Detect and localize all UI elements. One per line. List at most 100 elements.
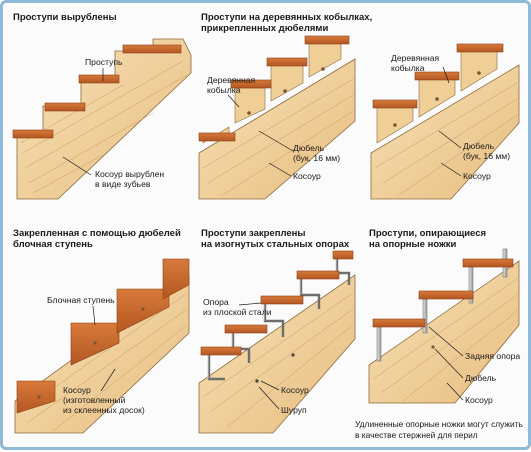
tread-board xyxy=(78,74,120,84)
leader-line xyxy=(227,94,240,108)
panel-notched-stringer: Проступи вырублены Проступь Косоур выруб… xyxy=(12,12,192,200)
label-screw: Шуруп xyxy=(281,405,307,415)
screw-marks xyxy=(255,353,295,383)
tread-group xyxy=(12,44,182,139)
block-step xyxy=(16,380,56,414)
tread-board xyxy=(462,258,514,268)
tread-board xyxy=(332,250,354,260)
dowel xyxy=(247,111,251,115)
dowel xyxy=(283,89,287,93)
tread-group xyxy=(372,43,504,109)
wood-grain xyxy=(202,78,354,196)
leader-line xyxy=(442,66,450,84)
label-dowel: Дюбель (бук, 16 мм) xyxy=(293,143,340,163)
tread-board xyxy=(198,132,236,142)
leader-line xyxy=(258,386,280,410)
dowel xyxy=(477,71,481,75)
dowel xyxy=(435,97,439,101)
wood-grain xyxy=(202,292,354,428)
panel-support-legs: Проступи, опирающиеся на опорные ножки З… xyxy=(355,228,525,440)
support-leg xyxy=(422,298,428,334)
wood-grain xyxy=(374,82,518,196)
tread-board xyxy=(224,324,268,334)
leader-line xyxy=(238,302,262,306)
tread-board xyxy=(418,290,474,300)
leader-line xyxy=(92,305,96,326)
dowel-marks xyxy=(393,71,481,127)
tread-board xyxy=(12,129,54,139)
tread-group xyxy=(200,250,354,356)
dowel-marks xyxy=(431,345,435,349)
tread-board xyxy=(372,99,418,109)
tread-board xyxy=(414,71,460,81)
steel-support xyxy=(299,279,321,309)
panel-title: Проступи вырублены xyxy=(13,12,117,23)
label-dowel: Дюбель xyxy=(465,373,497,383)
panel-title: Проступи на деревянных кобылках, прикреп… xyxy=(201,12,375,34)
dowel xyxy=(321,67,325,71)
label-steel-support: Опора из плоской стали xyxy=(203,297,272,317)
dowel-marks xyxy=(37,307,145,399)
support-leg xyxy=(376,326,382,362)
tread-board xyxy=(266,57,308,67)
dowel xyxy=(431,345,435,349)
dowel-marks xyxy=(247,67,325,115)
block-steps xyxy=(16,258,190,414)
leader-line xyxy=(440,162,462,177)
leader-line xyxy=(100,368,116,392)
label-dowel: Дюбель (бук, 16 мм) xyxy=(463,141,510,161)
block-step xyxy=(162,258,190,300)
stair-construction-diagram: Проступи вырублены Проступь Косоур выруб… xyxy=(12,12,525,440)
label-stringer: Косоур xyxy=(293,171,321,181)
leader-line xyxy=(62,156,92,176)
stringer-board xyxy=(198,58,356,200)
steel-support xyxy=(207,355,225,381)
tread-board xyxy=(372,318,426,328)
block-step xyxy=(116,288,170,334)
leader-line xyxy=(258,130,294,152)
tread-board xyxy=(44,102,86,112)
panel-wooden-kobylka: Проступи на деревянных кобылках, прикреп… xyxy=(198,12,375,200)
panel-title: Проступи, опирающиеся на опорные ножки xyxy=(369,228,489,250)
steel-support xyxy=(263,303,285,337)
stringer-board xyxy=(368,260,520,404)
tread-group xyxy=(198,35,350,142)
tread-board xyxy=(296,270,340,280)
panel-block-steps: Закрепленная с помощью дюбелей блочная с… xyxy=(13,228,190,434)
label-stringer: Косоур xyxy=(281,385,309,395)
leader-line xyxy=(260,380,280,391)
tread-board xyxy=(260,295,304,305)
label-stringer: Косоур xyxy=(463,171,491,181)
panel-kobylka-detail: Деревянная кобылка Дюбель (бук, 16 мм) К… xyxy=(370,43,520,200)
leader-line xyxy=(438,130,462,149)
dowel xyxy=(37,395,41,399)
tread-board xyxy=(122,44,182,54)
label-stringer: Косоур вырублен в виде зубьев xyxy=(95,169,167,189)
tread-board xyxy=(230,79,272,89)
label-tread: Проступь xyxy=(85,57,123,67)
steel-highlight xyxy=(207,259,337,379)
label-stringer: Косоур xyxy=(465,395,493,405)
note-text: Удлиненные опорные ножки могут служить в… xyxy=(355,419,525,440)
label-kobylka: Деревянная кобылка xyxy=(207,75,258,95)
leader-line xyxy=(428,326,464,357)
label-kobylka: Деревянная кобылка xyxy=(391,53,442,73)
stringer-board xyxy=(198,274,356,434)
panel-steel-supports: Проступи закреплены на изогнутых стальны… xyxy=(198,228,356,434)
screw xyxy=(291,353,295,357)
tread-board xyxy=(200,346,242,356)
tread-board xyxy=(304,35,350,45)
screw xyxy=(255,379,259,383)
dowel xyxy=(93,341,97,345)
label-block-step: Блочная ступень xyxy=(47,295,115,305)
label-rear-support: Задняя опора xyxy=(465,351,520,361)
panel-title: Закрепленная с помощью дюбелей блочная с… xyxy=(13,228,183,250)
tread-group xyxy=(372,258,514,328)
dowel xyxy=(141,307,145,311)
tread-board xyxy=(456,43,504,53)
stringer-board xyxy=(370,64,520,200)
leader-line xyxy=(268,162,292,177)
leader-line xyxy=(446,382,464,401)
label-stringer: Косоур (изготовленный из склеенных досок… xyxy=(63,385,145,415)
